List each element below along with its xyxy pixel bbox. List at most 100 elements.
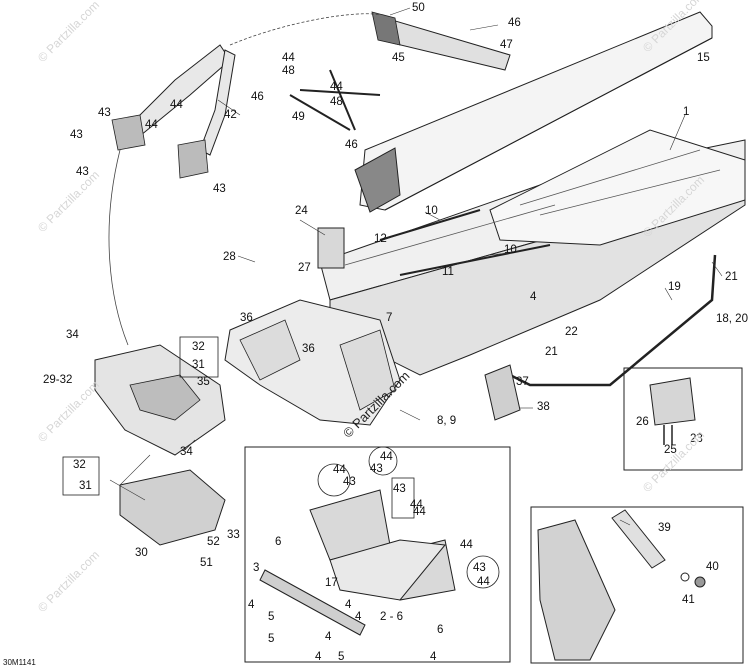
callout-4: 4	[248, 599, 255, 611]
callout-44: 44	[410, 499, 423, 511]
side-plate	[537, 519, 616, 661]
lower-skid-30	[119, 469, 226, 546]
washer-41	[680, 572, 690, 582]
callout-15: 15	[697, 52, 710, 64]
callout-44: 44	[282, 52, 295, 64]
rod-49	[289, 94, 351, 131]
callout-7: 7	[386, 312, 393, 324]
guide-wire-top	[229, 13, 381, 46]
frame-crease-1	[539, 169, 721, 216]
main-frame-rear-box	[489, 129, 746, 246]
callout-36: 36	[302, 343, 315, 355]
callout-35: 35	[197, 376, 210, 388]
callout-43: 43	[370, 463, 383, 475]
callout-5: 5	[268, 633, 275, 645]
bulkhead-arm-right	[339, 329, 396, 411]
callout-32: 32	[73, 459, 86, 471]
callout-4: 4	[325, 631, 332, 643]
callout-34: 34	[66, 329, 79, 341]
callout-5: 5	[338, 651, 345, 663]
callout-44: 44	[380, 451, 393, 463]
callout-10: 10	[425, 205, 438, 217]
callout-41: 41	[682, 594, 695, 606]
frame-crease-3	[344, 204, 556, 266]
callout-3: 3	[253, 562, 260, 574]
callout-44: 44	[477, 576, 490, 588]
callout-4: 4	[355, 611, 362, 623]
bracket-26	[649, 377, 696, 426]
callout-box-43-44	[391, 477, 415, 519]
callout-33: 33	[227, 529, 240, 541]
callout-31: 31	[79, 480, 92, 492]
callout-22: 22	[565, 326, 578, 338]
callout-37: 37	[516, 376, 529, 388]
callout-6: 6	[437, 624, 444, 636]
callout-23: 23	[690, 433, 703, 445]
callout-box-32-31-lower	[62, 456, 100, 496]
callout-6: 6	[275, 536, 282, 548]
callout-4: 4	[530, 291, 537, 303]
callout-21: 21	[545, 346, 558, 358]
callout-30: 30	[135, 547, 148, 559]
callout-52: 52	[207, 536, 220, 548]
bulkhead-arm-left	[239, 319, 301, 381]
lower-rail-3	[259, 569, 366, 636]
callout-box-32-31-upper	[179, 336, 219, 378]
callout-45: 45	[392, 52, 405, 64]
upper-column-42-b	[199, 49, 236, 156]
callout-44: 44	[170, 99, 183, 111]
rod-49-b	[329, 69, 356, 131]
bracket-37	[484, 364, 521, 421]
callout-43: 43	[213, 183, 226, 195]
callout-28: 28	[223, 251, 236, 263]
hardware-ring-3	[466, 555, 500, 589]
callout-21: 21	[725, 271, 738, 283]
running-board-bar	[499, 254, 717, 387]
callout-24: 24	[295, 205, 308, 217]
callout-4: 4	[315, 651, 322, 663]
callout-19: 19	[668, 281, 681, 293]
callout-43: 43	[98, 107, 111, 119]
lower-frame-center	[329, 539, 446, 601]
callout-46: 46	[251, 91, 264, 103]
column-foot-left	[111, 114, 146, 151]
leader-lines	[109, 7, 723, 526]
callout-5: 5	[268, 611, 275, 623]
frame-rail-10b	[399, 244, 551, 276]
callout-4: 4	[430, 651, 437, 663]
guide-wire	[108, 149, 129, 346]
callout-49: 49	[292, 111, 305, 123]
callout-43: 43	[393, 483, 406, 495]
link-39	[611, 509, 666, 569]
callout-44: 44	[333, 464, 346, 476]
callout-2-6: 2 - 6	[380, 611, 404, 623]
callout-38: 38	[537, 401, 550, 413]
callout-43: 43	[76, 166, 89, 178]
nut-40	[694, 576, 706, 588]
hardware-ring-1	[317, 463, 351, 497]
callout-51: 51	[200, 557, 213, 569]
frame-crease-2	[519, 149, 701, 206]
frame-rail-10a	[379, 209, 481, 241]
nose-opening	[129, 374, 201, 421]
callout-44: 44	[460, 539, 473, 551]
inset-lower-frame-box	[244, 446, 511, 663]
callout-11: 11	[442, 266, 454, 278]
callout-34: 34	[180, 446, 193, 458]
diagram-code: 30M1141	[3, 658, 36, 667]
callout-46: 46	[345, 139, 358, 151]
callout-50: 50	[412, 2, 425, 14]
column-foot-right	[177, 139, 209, 179]
callout-44: 44	[413, 506, 426, 518]
callout-39: 39	[658, 522, 671, 534]
support-bracket-24	[317, 227, 345, 269]
callout-47: 47	[500, 39, 513, 51]
callout-42: 42	[224, 109, 237, 121]
inset-bracket-box	[623, 367, 743, 471]
callout-43: 43	[70, 129, 83, 141]
callout-32: 32	[192, 341, 205, 353]
callout-27: 27	[298, 262, 311, 274]
tunnel-rail-dark-end	[354, 147, 401, 213]
